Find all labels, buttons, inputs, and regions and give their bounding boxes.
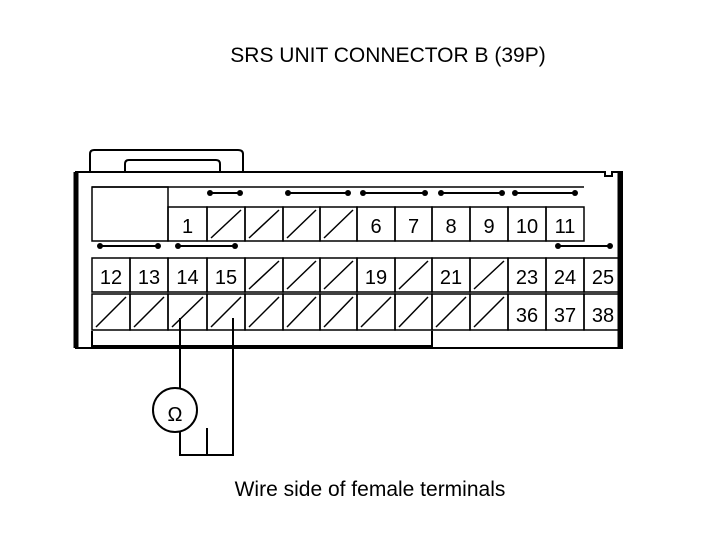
- terminal-label: 23: [516, 267, 538, 289]
- terminal-label: 7: [408, 216, 419, 238]
- blank-cavity: [91, 186, 169, 242]
- terminal-empty: [129, 293, 169, 331]
- terminal-empty: [282, 293, 321, 331]
- terminal-6: 6: [356, 206, 396, 242]
- terminal-label: 36: [516, 305, 538, 327]
- shorting-bar: [360, 190, 428, 196]
- terminal-15: 15: [206, 257, 246, 293]
- probe-lead-13: [179, 318, 208, 456]
- terminal-label: 10: [516, 216, 538, 238]
- terminal-empty: [394, 257, 433, 293]
- terminal-label: 14: [176, 267, 198, 289]
- probe-lead-14: [207, 318, 234, 456]
- terminal-empty: [356, 293, 396, 331]
- terminal-label: 12: [100, 267, 122, 289]
- diagram-title: SRS UNIT CONNECTOR B (39P): [230, 44, 546, 67]
- terminal-empty: [244, 257, 284, 293]
- terminal-empty: [91, 293, 131, 331]
- ohmmeter-icon: [152, 387, 198, 433]
- terminal-label: 15: [215, 267, 237, 289]
- terminal-label: 24: [554, 267, 576, 289]
- terminal-21: 21: [431, 257, 471, 293]
- terminal-23: 23: [507, 257, 547, 293]
- ohmmeter: Ω: [152, 387, 198, 433]
- terminal-label: 1: [182, 216, 193, 238]
- terminal-7: 7: [394, 206, 433, 242]
- terminal-label: 38: [592, 305, 614, 327]
- shorting-bar: [97, 243, 161, 249]
- terminal-14: 14: [167, 257, 208, 293]
- terminal-19: 19: [356, 257, 396, 293]
- terminal-25: 25: [583, 257, 623, 293]
- terminal-empty: [244, 293, 284, 331]
- terminal-grid: 1 6 7 8 9 10 11 12 13 14 15 19 21 23 24 25 36 37 38: [91, 186, 623, 331]
- terminal-label: 25: [592, 267, 614, 289]
- terminal-label: 6: [370, 216, 381, 238]
- ohm-symbol: Ω: [168, 404, 183, 426]
- terminal-label: 19: [365, 267, 387, 289]
- shorting-bar: [207, 190, 243, 196]
- terminal-37: 37: [545, 293, 585, 331]
- terminal-12: 12: [91, 257, 131, 293]
- terminal-11: 11: [545, 206, 585, 242]
- connector-lower-lip: [91, 331, 433, 347]
- diagram-caption: Wire side of female terminals: [234, 478, 506, 501]
- terminal-38: 38: [583, 293, 623, 331]
- terminal-13: 13: [129, 257, 169, 293]
- terminal-empty: [206, 293, 246, 331]
- shorting-bar: [512, 190, 578, 196]
- terminal-24: 24: [545, 257, 585, 293]
- terminal-label: 13: [138, 267, 160, 289]
- terminal-empty: [282, 206, 321, 242]
- terminal-empty: [282, 257, 321, 293]
- shorting-bar: [285, 190, 351, 196]
- terminal-empty: [319, 206, 358, 242]
- shorting-bar: [175, 243, 238, 249]
- terminal-empty: [431, 293, 471, 331]
- terminal-empty: [469, 257, 509, 293]
- terminal-36: 36: [507, 293, 547, 331]
- terminal-label: 11: [555, 216, 576, 238]
- terminal-empty: [206, 206, 246, 242]
- shorting-bar: [555, 243, 613, 249]
- connector-latch-inner: [124, 159, 221, 172]
- terminal-empty: [394, 293, 433, 331]
- shorting-bars: [97, 190, 613, 249]
- terminal-label: 37: [554, 305, 576, 327]
- connector-latch: [89, 149, 244, 172]
- shorting-bar: [438, 190, 505, 196]
- meter-probes: [179, 318, 234, 456]
- terminal-label: 21: [440, 267, 462, 289]
- terminal-1: 1: [167, 206, 208, 242]
- terminal-empty: [244, 206, 284, 242]
- terminal-empty: [319, 257, 358, 293]
- terminal-10: 10: [507, 206, 547, 242]
- terminal-empty: [319, 293, 358, 331]
- terminal-label: 8: [445, 216, 456, 238]
- terminal-label: 9: [483, 216, 494, 238]
- terminal-empty: [469, 293, 509, 331]
- connector-housing: [75, 171, 623, 349]
- terminal-8: 8: [431, 206, 471, 242]
- terminal-9: 9: [469, 206, 509, 242]
- terminal-empty: [167, 293, 208, 331]
